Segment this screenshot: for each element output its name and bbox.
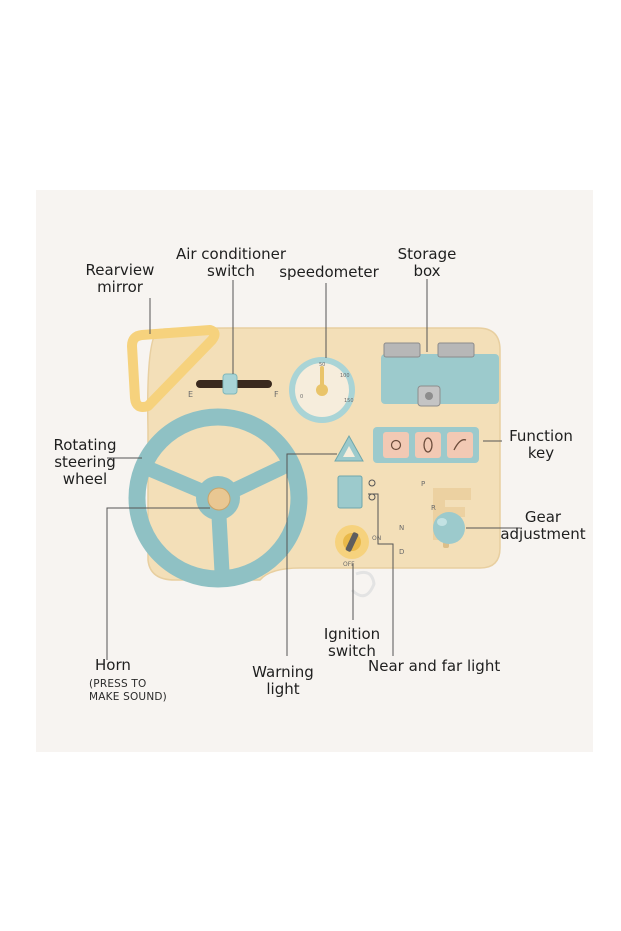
speed-tick: 150 (344, 398, 354, 404)
rearview-mirror[interactable] (127, 325, 220, 412)
gear-adjustment-label: Gear adjustment (500, 508, 586, 543)
air-conditioner-switch-label: Air conditioner switch (175, 245, 287, 280)
ignition-switch[interactable]: ON OFF (335, 525, 381, 598)
slider-f-label: F (274, 390, 279, 399)
circle-icon[interactable] (415, 432, 441, 458)
near-far-light-label: Near and far light (368, 657, 501, 675)
function-key-label: Function key (509, 427, 573, 462)
slider-e-label: E (188, 390, 193, 399)
horn-button[interactable] (208, 488, 230, 510)
speed-tick: 100 (340, 373, 350, 379)
speed-tick: 50 (319, 362, 325, 368)
horn-label: Horn (95, 656, 131, 674)
warning-light-label: Warning light (252, 663, 314, 698)
gear-p-label: P (421, 480, 425, 488)
steering-wheel-label: Rotating steering wheel (53, 436, 117, 488)
gear-n-label: N (399, 524, 404, 532)
speed-tick: 0 (300, 394, 303, 400)
near-far-light-switch[interactable] (337, 475, 376, 509)
horn-note: (PRESS TO MAKE SOUND) (89, 678, 167, 703)
ignition-switch-label: Ignition switch (323, 625, 381, 660)
ignition-on-label: ON (372, 535, 381, 542)
sun-icon[interactable] (383, 432, 409, 458)
rearview-mirror-label: Rearview mirror (85, 261, 155, 296)
steering-wheel[interactable] (128, 408, 308, 588)
leader-lines (106, 279, 520, 660)
air-conditioner-switch[interactable]: E F (188, 373, 279, 399)
storage-box[interactable] (381, 342, 499, 407)
storage-box-label: Storage box (397, 245, 457, 280)
gear-shifter[interactable]: P R N D (399, 480, 471, 556)
ignition-off-label: OFF (343, 561, 355, 568)
speedometer-dial[interactable]: 0 50 100 150 (289, 357, 355, 423)
function-key-panel (373, 427, 479, 463)
speedometer-label: speedometer (279, 263, 379, 281)
gear-d-label: D (399, 548, 404, 556)
warning-light-button[interactable] (334, 434, 364, 462)
wiper-icon[interactable] (447, 432, 473, 458)
gear-r-label: R (431, 504, 436, 512)
